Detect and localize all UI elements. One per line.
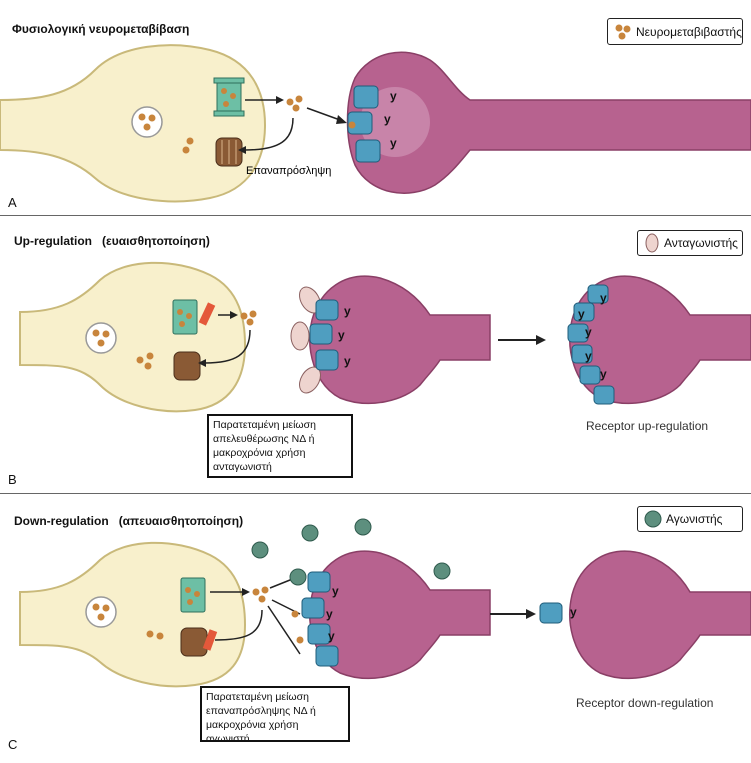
receptor-label: y (600, 367, 607, 381)
panel-b-title-gr: (ευαισθητοποίηση) (102, 234, 210, 248)
panel-c-title-gr: (απευαισθητοποίηση) (118, 514, 244, 528)
receptor-label: y (326, 607, 333, 621)
release-transporter (180, 577, 206, 613)
synaptic-vesicle (131, 106, 163, 138)
legend-agonist: Αγωνιστής (637, 506, 743, 532)
reuptake-pump (173, 351, 201, 381)
legend-neurotransmitter-label: Νευρομεταβιβαστής (636, 24, 742, 39)
panel-b-note: Παρατεταμένη μείωση απελευθέρωσης ΝΔ ή μ… (207, 414, 353, 478)
panel-a-letter: A (8, 195, 17, 210)
receptor-label: y (600, 291, 607, 305)
panel-b-title-en: Up-regulation (14, 234, 92, 248)
reuptake-block (202, 629, 218, 651)
panel-c-note: Παρατεταμένη μείωση επαναπρόσληψης ΝΔ ή … (200, 686, 350, 742)
receptor-group-a (347, 85, 381, 163)
legend-antagonist-label: Ανταγωνιστής (664, 236, 738, 250)
antagonist-icon (645, 233, 659, 253)
receptor-label: y (332, 584, 339, 598)
legend-agonist-label: Αγωνιστής (666, 512, 723, 526)
presynaptic-terminal (19, 541, 247, 688)
panel-b-title: Up-regulation (ευαισθητοποίηση) (14, 234, 210, 248)
receptor-label: y (344, 354, 351, 368)
receptor-label: y (390, 89, 397, 103)
separator-b-c (0, 493, 751, 494)
panel-c-title: Down-regulation (απευαισθητοποίηση) (14, 514, 243, 528)
agonist-group (251, 518, 451, 586)
receptor-label: y (578, 307, 585, 321)
legend-antagonist: Ανταγωνιστής (637, 230, 743, 256)
receptor-label: y (390, 136, 397, 150)
panel-b-caption: Receptor up-regulation (586, 419, 709, 433)
legend-neurotransmitter: Νευρομεταβιβαστής (607, 18, 743, 45)
panel-c-caption: Receptor down-regulation (576, 696, 714, 710)
panel-b-diagram: y y y y y y y y (19, 261, 751, 413)
receptor-label: y (344, 304, 351, 318)
panel-a-title: Φυσιολογική νευρομεταβίβαση (12, 22, 190, 36)
postsynaptic-terminal-upregulated (569, 275, 751, 405)
panel-a-diagram: Επαναπρόσληψη y y y (0, 44, 751, 203)
release-transporter (172, 299, 198, 335)
release-block (198, 302, 216, 326)
postsynaptic-terminal (309, 275, 491, 405)
receptor-group-c (301, 571, 339, 667)
receptor-label: y (328, 629, 335, 643)
receptor-label: y (585, 325, 592, 339)
panel-c-title-en: Down-regulation (14, 514, 109, 528)
neurotransmitter-icon (615, 24, 631, 39)
receptor-label: y (384, 112, 391, 126)
receptor-label: y (338, 328, 345, 342)
receptor-label: y (570, 605, 577, 619)
antagonist-group (290, 286, 321, 394)
reuptake-label: Επαναπρόσληψη (246, 165, 331, 177)
separator-a-b (0, 215, 751, 216)
postsynaptic-terminal-downregulated (569, 550, 751, 680)
release-transporter (213, 77, 245, 117)
receptor-group-b-up (567, 284, 615, 405)
reuptake-pump (180, 627, 208, 657)
agonist-icon (644, 510, 662, 528)
receptor-down (539, 602, 563, 624)
panel-b-letter: B (8, 472, 17, 487)
receptor-label: y (585, 349, 592, 363)
panel-c-letter: C (8, 737, 18, 752)
receptor-group-b (309, 299, 339, 371)
